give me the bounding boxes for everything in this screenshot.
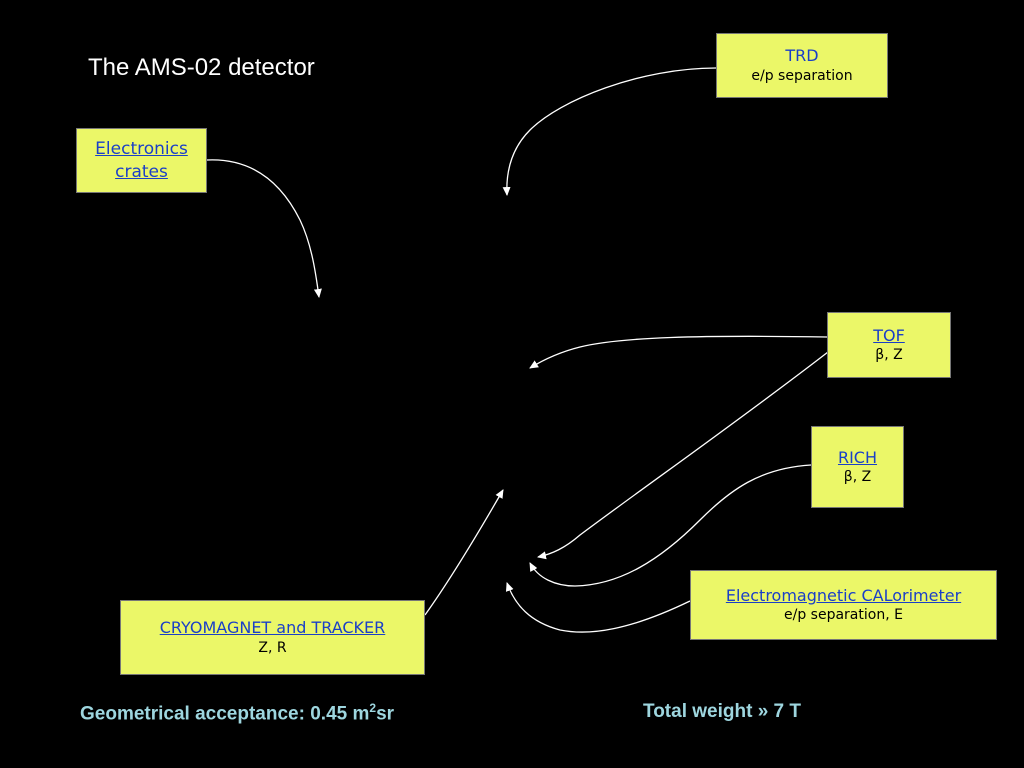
cryo-link[interactable]: CRYOMAGNET and TRACKER bbox=[159, 618, 386, 638]
trd-sub: e/p separation bbox=[751, 67, 853, 84]
arrow-ecal bbox=[505, 582, 691, 633]
arrow-cryo bbox=[424, 489, 504, 616]
cryomagnet-tracker-box[interactable]: CRYOMAGNET and TRACKER Z, R bbox=[120, 600, 425, 675]
rich-box[interactable]: RICH β, Z bbox=[811, 426, 904, 508]
page-title: The AMS-02 detector bbox=[88, 54, 315, 81]
geometrical-acceptance-text: Geometrical acceptance: 0.45 m2sr bbox=[80, 701, 394, 725]
acceptance-sup: 2 bbox=[369, 701, 377, 715]
arrow-tof-lower bbox=[537, 351, 829, 560]
tof-sub: β, Z bbox=[875, 347, 903, 364]
total-weight-text: Total weight » 7 T bbox=[643, 701, 801, 722]
rich-link[interactable]: RICH bbox=[837, 447, 878, 467]
ecal-box[interactable]: Electromagnetic CALorimeter e/p separati… bbox=[690, 570, 997, 640]
trd-box: TRD e/p separation bbox=[716, 33, 888, 98]
tof-link[interactable]: TOF bbox=[873, 325, 905, 345]
arrow-rich bbox=[529, 464, 812, 587]
arrow-tof-upper bbox=[529, 335, 828, 369]
acceptance-unit: sr bbox=[376, 703, 395, 725]
arrow-electronics bbox=[206, 159, 322, 298]
trd-label: TRD bbox=[785, 46, 819, 66]
ecal-sub: e/p separation, E bbox=[784, 607, 903, 624]
arrow-trd bbox=[502, 67, 717, 196]
acceptance-label: Geometrical acceptance: 0.45 m bbox=[80, 703, 370, 725]
electronics-crates-box[interactable]: Electronics crates bbox=[76, 128, 207, 193]
crates-link[interactable]: crates bbox=[115, 161, 168, 182]
ecal-link[interactable]: Electromagnetic CALorimeter bbox=[725, 585, 962, 605]
electronics-link[interactable]: Electronics bbox=[95, 138, 188, 159]
rich-sub: β, Z bbox=[843, 469, 872, 486]
tof-box[interactable]: TOF β, Z bbox=[827, 312, 951, 378]
cryo-sub: Z, R bbox=[258, 639, 287, 656]
